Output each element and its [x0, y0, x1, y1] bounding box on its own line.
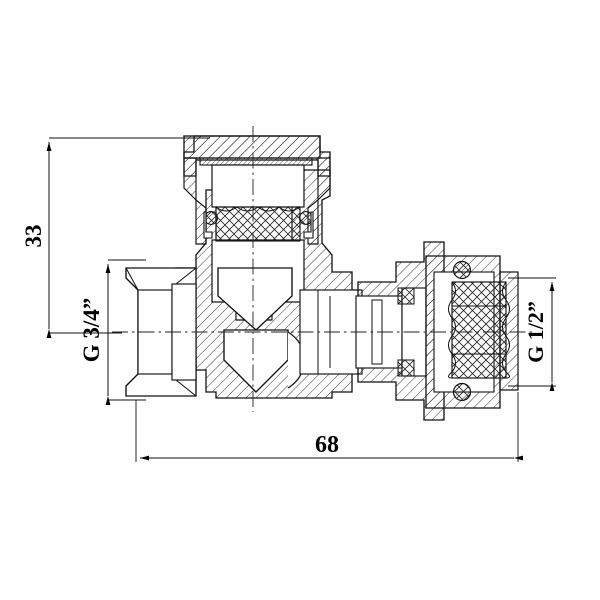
inlet-thread-dimension-label: G 3/4” [79, 298, 104, 363]
gasket-strip [199, 157, 313, 166]
length-dimension [135, 392, 523, 462]
inlet-thread-dimension [105, 259, 146, 405]
outlet-thread-dimension [508, 277, 556, 391]
length-dimension-label: 68 [315, 432, 339, 458]
o-ring-seat-right [303, 211, 314, 239]
height-dimension-label: 33 [21, 225, 46, 248]
union-o-ring-top [452, 260, 472, 280]
outlet-thread-dimension-label: G 1/2” [523, 301, 548, 363]
union-o-ring-bottom [452, 382, 472, 402]
union-packing [397, 287, 415, 377]
stem-thread [215, 206, 301, 242]
outlet-thread-region [448, 271, 519, 391]
o-ring-seat-left [203, 211, 213, 239]
